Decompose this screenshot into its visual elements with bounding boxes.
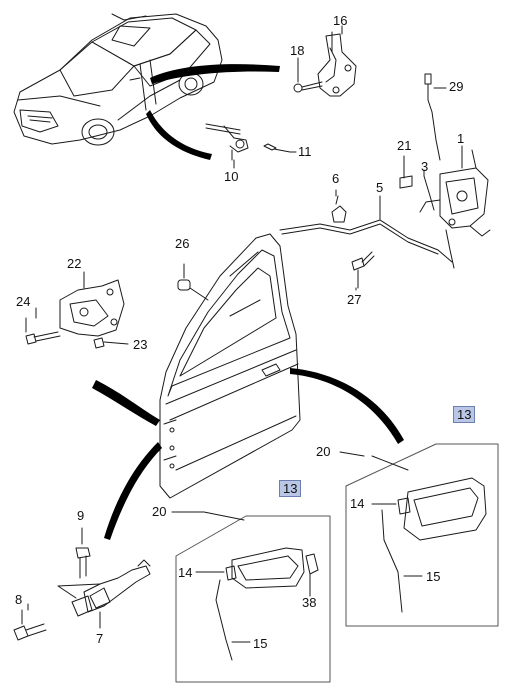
pointer-to-latch xyxy=(150,64,280,84)
callout-20-lower: 20 xyxy=(152,504,167,519)
callout-26: 26 xyxy=(175,236,190,251)
callout-13-lower: 13 xyxy=(279,480,302,497)
front-door xyxy=(159,233,301,499)
part-22-hinge xyxy=(59,271,125,337)
part-7-check-link xyxy=(57,559,151,629)
part-5-rod xyxy=(279,219,453,263)
part-27-bolt xyxy=(351,251,375,289)
part-9-bolt xyxy=(75,527,91,579)
part-18-screw xyxy=(293,73,323,93)
part-21-clip xyxy=(399,175,413,189)
callout-18: 18 xyxy=(290,43,305,58)
callout-13-upper: 13 xyxy=(453,406,476,423)
callout-7: 7 xyxy=(96,631,104,646)
part-1-latch xyxy=(419,149,491,269)
callout-24: 24 xyxy=(16,294,31,309)
callout-6: 6 xyxy=(332,171,340,186)
callout-15-lower: 15 xyxy=(253,636,268,651)
callout-1: 1 xyxy=(457,131,465,146)
callout-27: 27 xyxy=(347,292,362,307)
callout-15-upper: 15 xyxy=(426,569,441,584)
part-26-plug xyxy=(177,263,209,301)
callout-14-upper: 14 xyxy=(350,496,365,511)
callout-14-lower: 14 xyxy=(178,565,193,580)
leader-lines xyxy=(27,25,463,643)
callout-20-upper: 20 xyxy=(316,444,331,459)
callout-29: 29 xyxy=(449,79,464,94)
callout-9: 9 xyxy=(77,508,85,523)
part-10-cylinder xyxy=(205,123,249,161)
part-6-clip xyxy=(331,195,347,223)
callout-22: 22 xyxy=(67,256,82,271)
part-24-bolt xyxy=(25,317,61,345)
pointer-to-check-link xyxy=(104,442,162,540)
part-3-rod xyxy=(423,175,435,211)
callout-10: 10 xyxy=(224,169,239,184)
part-29-rod xyxy=(424,73,441,161)
pointer-to-cylinder xyxy=(146,110,212,160)
callout-8: 8 xyxy=(15,592,23,607)
pointer-to-hinge xyxy=(92,380,160,426)
callout-11: 11 xyxy=(298,144,312,159)
callout-23: 23 xyxy=(133,337,148,352)
callout-16: 16 xyxy=(333,13,348,28)
part-8-bolt xyxy=(13,609,47,641)
pointer-to-handle-detail xyxy=(290,368,404,444)
callout-5: 5 xyxy=(376,180,384,195)
part-11-screw xyxy=(263,143,291,153)
car-overview xyxy=(13,13,223,146)
handle-detail-panel-upper xyxy=(345,443,499,627)
callout-3: 3 xyxy=(421,159,429,174)
part-23-bolt xyxy=(93,337,129,349)
callout-38: 38 xyxy=(302,595,317,610)
handle-detail-panel-lower xyxy=(175,511,331,683)
callout-21: 21 xyxy=(397,138,412,153)
part-16-striker xyxy=(317,31,357,97)
